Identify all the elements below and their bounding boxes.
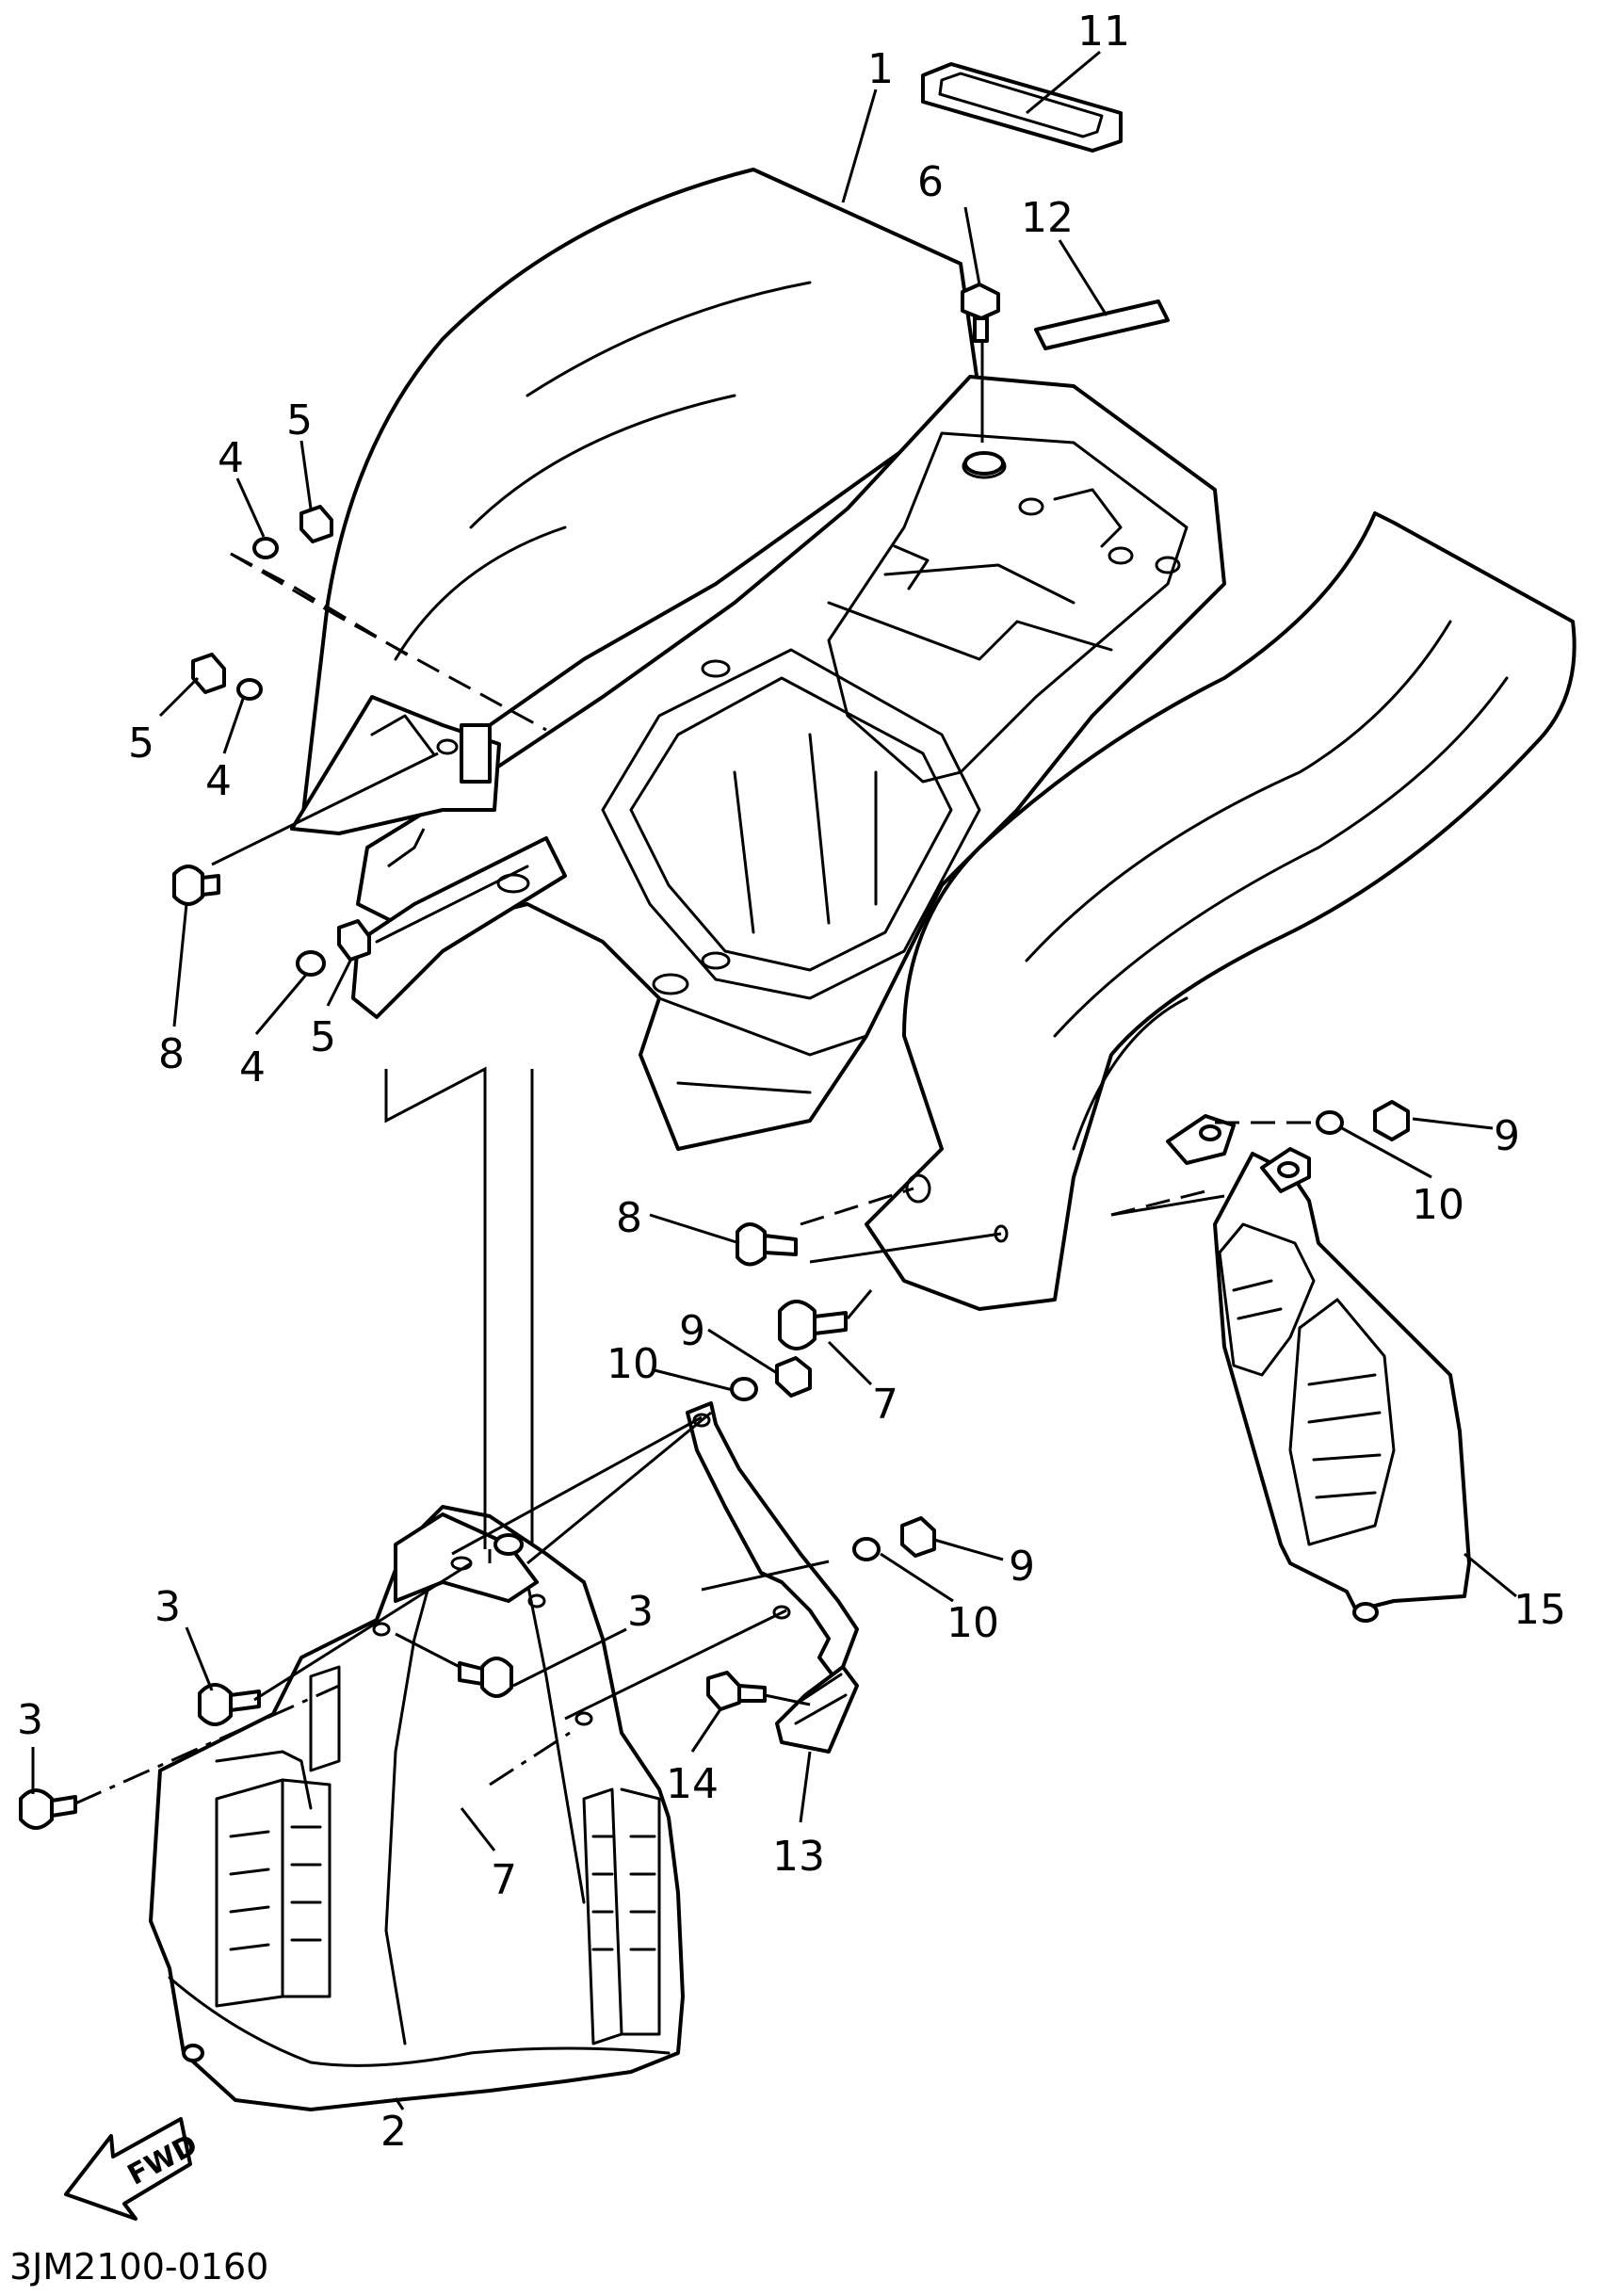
- callout-11: 11: [1077, 8, 1130, 56]
- tape-part-12: [1034, 299, 1170, 350]
- callout-14: 14: [666, 1760, 719, 1808]
- washers-and-nuts-right: [730, 1100, 1410, 1561]
- callout-15: 15: [1513, 1586, 1566, 1634]
- assembly-lines: [74, 339, 1318, 1805]
- callout-10: 10: [606, 1340, 659, 1388]
- callout-8: 8: [616, 1194, 642, 1242]
- washers-and-nuts-left: [191, 505, 371, 977]
- screws-part-3: [19, 1657, 513, 1830]
- callout-7: 7: [491, 1856, 517, 1904]
- callout-3: 3: [17, 1696, 43, 1744]
- bracket-part-13: [686, 1401, 859, 1754]
- callout-10: 10: [946, 1599, 999, 1647]
- callout-6: 6: [917, 158, 944, 206]
- callout-5: 5: [310, 1013, 336, 1061]
- rear-fender-part-1: [290, 168, 1577, 1311]
- callout-3: 3: [154, 1583, 181, 1631]
- diagram-code: 3JM2100-0160: [9, 2246, 268, 2288]
- callout-5: 5: [286, 396, 313, 445]
- callout-9: 9: [1009, 1543, 1035, 1591]
- callout-4: 4: [239, 1043, 266, 1091]
- right-mud-flap-part-15: [1166, 1114, 1471, 1623]
- callout-4: 4: [218, 434, 244, 482]
- callout-leaders: [31, 50, 1517, 2110]
- callout-12: 12: [1021, 194, 1074, 242]
- callout-9: 9: [679, 1307, 705, 1355]
- callout-10: 10: [1412, 1181, 1464, 1229]
- front-mud-flap-part-2: [149, 1505, 685, 2111]
- strap-part-11: [921, 62, 1123, 153]
- bolt-part-6: [961, 283, 1005, 476]
- callout-7: 7: [872, 1381, 898, 1429]
- callout-2: 2: [380, 2108, 407, 2156]
- callout-3: 3: [627, 1588, 654, 1636]
- callout-9: 9: [1494, 1112, 1520, 1160]
- callout-13: 13: [772, 1833, 825, 1881]
- callout-5: 5: [128, 720, 154, 768]
- callout-8: 8: [158, 1030, 185, 1078]
- screws-part-8: [172, 865, 798, 1267]
- fwd-arrow-icon: FWD: [64, 2117, 203, 2221]
- callout-4: 4: [205, 757, 232, 805]
- callout-1: 1: [867, 45, 894, 93]
